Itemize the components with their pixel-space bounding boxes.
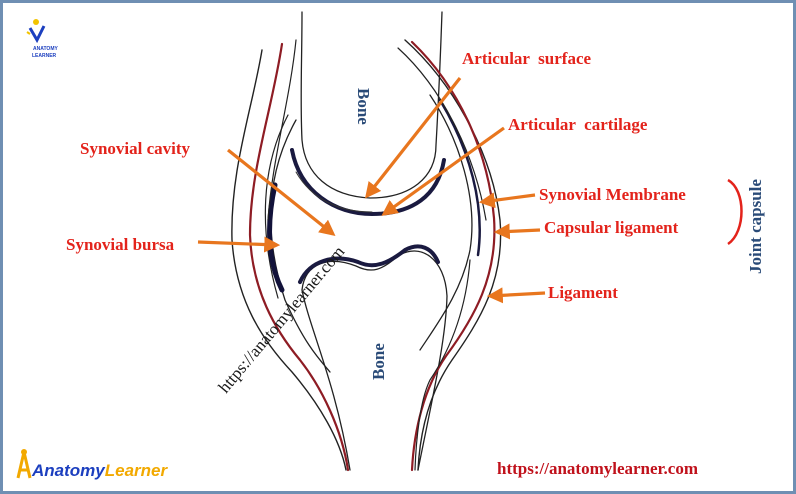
- footer-brand: AnatomyLearner: [16, 449, 168, 480]
- joint-drawing: [231, 11, 502, 472]
- label-synovial-cavity: Synovial cavity: [80, 139, 191, 158]
- label-articular-cartilage: Articular cartilage: [508, 115, 648, 134]
- brand-logo-icon: [16, 451, 32, 479]
- arrow-capsular-ligament: [493, 223, 541, 240]
- arrow-articular-surface: [365, 77, 462, 199]
- brand-anatomy: Anatomy: [31, 461, 106, 480]
- arrow-synovial-membrane: [478, 192, 536, 209]
- svg-text:AnatomyLearner: AnatomyLearner: [31, 461, 168, 480]
- label-articular-surface: Articular surface: [462, 49, 591, 68]
- bone-label-upper: Bone: [354, 88, 373, 125]
- footer-url: https://anatomylearner.com: [497, 459, 698, 478]
- arrow-ligament: [486, 287, 546, 304]
- logo-text-2: LEARNER: [32, 53, 57, 59]
- brand-learner: Learner: [105, 461, 169, 480]
- arrow-articular-cartilage: [381, 126, 505, 216]
- logo-text-1: ANATOMY: [33, 46, 58, 52]
- label-capsular-ligament: Capsular ligament: [544, 218, 679, 237]
- arrow-synovial-bursa: [197, 236, 281, 253]
- bone-label-lower: Bone: [369, 343, 388, 380]
- joint-capsule-bracket: [727, 178, 743, 246]
- label-synovial-bursa: Synovial bursa: [66, 235, 175, 254]
- label-joint-capsule: Joint capsule: [746, 179, 765, 274]
- label-arrows: [197, 77, 546, 304]
- label-ligament: Ligament: [548, 283, 618, 302]
- logo-icon: ANATOMY LEARNER: [26, 19, 58, 59]
- label-synovial-membrane: Synovial Membrane: [539, 185, 686, 204]
- arrow-synovial-cavity: [227, 148, 336, 236]
